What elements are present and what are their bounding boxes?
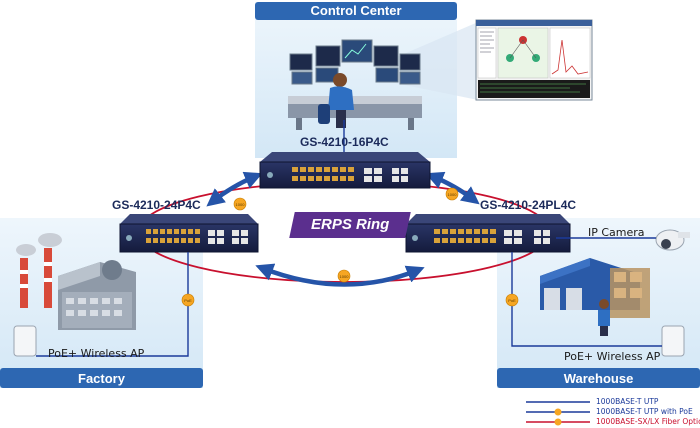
warehouse-panel: [497, 218, 700, 388]
fiber-badge-right: 1000: [445, 187, 459, 201]
erps-ring-label-text: ERPS Ring: [310, 216, 390, 233]
poe-badge-right: PoE: [505, 293, 519, 307]
svg-text:PoE: PoE: [184, 298, 192, 303]
svg-text:1000: 1000: [340, 274, 350, 279]
switch-left-model: GS-4210-24P4C: [112, 198, 201, 212]
legend-utp: 1000BASE-T UTP: [596, 397, 659, 406]
ip-camera-image: [655, 229, 690, 251]
poe-links: [36, 120, 662, 357]
switch-left[interactable]: [119, 214, 259, 253]
ring-direction-arrows: [206, 171, 480, 287]
switch-right-model: GS-4210-24PL4C: [480, 198, 577, 212]
wireless-ap-right-label: PoE+ Wireless AP: [564, 350, 661, 363]
legend-utp-poe: 1000BASE-T UTP with PoE: [596, 407, 693, 416]
wireless-ap-right-image: [661, 325, 685, 357]
ip-camera-label: IP Camera: [588, 226, 645, 239]
svg-text:PoE: PoE: [508, 298, 516, 303]
switch-top[interactable]: [259, 152, 431, 189]
legend-lines: [526, 401, 590, 426]
operator-workstation-image: [288, 39, 422, 130]
wireless-ap-left-image: [13, 325, 37, 357]
svg-text:1000: 1000: [236, 202, 246, 207]
switch-right[interactable]: [405, 214, 571, 253]
fiber-badge-left: 1000: [233, 197, 247, 211]
erps-ring-label: ERPS Ring: [289, 212, 411, 238]
poe-badge-left: PoE: [181, 293, 195, 307]
factory-title: Factory: [78, 371, 125, 386]
factory-image: [16, 233, 136, 330]
svg-text:1000: 1000: [448, 192, 458, 197]
legend-fiber: 1000BASE-SX/LX Fiber Optic: [596, 417, 700, 426]
switch-top-model: GS-4210-16P4C: [300, 135, 389, 149]
control-center-title: Control Center: [310, 3, 402, 18]
warehouse-title: Warehouse: [563, 371, 634, 386]
warehouse-image: [540, 258, 650, 336]
wireless-ap-left-label: PoE+ Wireless AP: [48, 347, 145, 360]
fiber-badge-bottom: 1000: [337, 269, 351, 283]
